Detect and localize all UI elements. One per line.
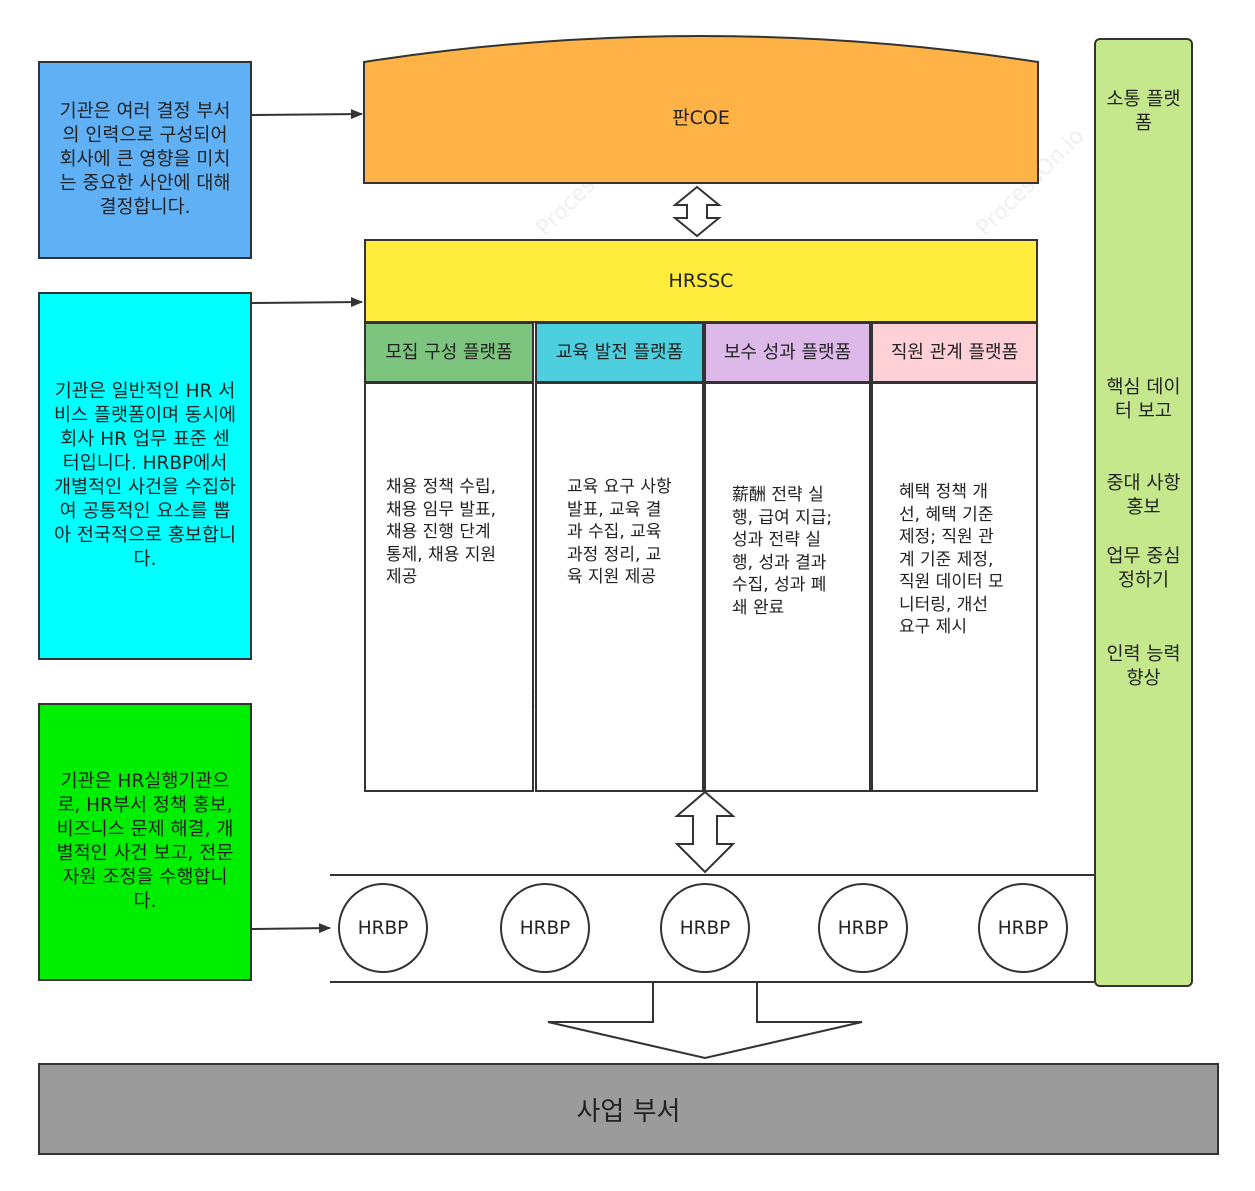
hrbp-node: HRBP — [660, 883, 750, 973]
platform-body-compensation: 薪酬 전략 실행, 급여 지급; 성과 전략 실행, 성과 결과 수집, 성과 … — [704, 382, 871, 792]
platform-header-training: 교육 발전 플랫폼 — [535, 322, 704, 383]
double-arrow-platforms-hrbp — [674, 790, 736, 874]
platform-body-text: 교육 요구 사항 발표, 교육 결과 수집, 교육 과정 정리, 교육 지원 제… — [567, 477, 672, 587]
side-platform-item: 업무 중심 정하기 — [1106, 546, 1181, 591]
platform-header-recruit: 모집 구성 플랫폼 — [364, 322, 534, 383]
platform-title: 직원 관계 플랫폼 — [890, 341, 1019, 363]
down-arrow-to-business — [547, 981, 863, 1060]
arrow-decision-to-coe — [251, 109, 363, 120]
platform-body-relations: 혜택 정책 개선, 혜택 기준 제정; 직원 관계 기준 제정, 직원 데이터 … — [871, 382, 1038, 792]
platform-title: 교육 발전 플랫폼 — [555, 341, 684, 363]
platform-body-text: 薪酬 전략 실행, 급여 지급; 성과 전략 실행, 성과 결과 수집, 성과 … — [732, 485, 833, 618]
coe-label: 판COE — [672, 106, 730, 129]
platform-body-training: 교육 요구 사항 발표, 교육 결과 수집, 교육 과정 정리, 교육 지원 제… — [535, 382, 704, 792]
business-department-label: 사업 부서 — [576, 1096, 681, 1127]
platform-header-relations: 직원 관계 플랫폼 — [871, 322, 1038, 383]
platform-header-compensation: 보수 성과 플랫폼 — [704, 322, 871, 383]
platform-title: 모집 구성 플랫폼 — [385, 341, 513, 363]
side-platform-item: 중대 사항 홍보 — [1106, 473, 1181, 518]
platform-body-text: 채용 정책 수립, 채용 임무 발표, 채용 진행 단계 통제, 채용 지원 제… — [386, 477, 497, 587]
note-service-center: 기관은 일반적인 HR 서비스 플랫폼이며 동시에 회사 HR 업무 표준 센터… — [38, 292, 252, 660]
hrbp-node: HRBP — [978, 883, 1068, 973]
arrow-service-to-hrssc — [251, 297, 363, 308]
note-execution-text: 기관은 HR실행기관으로, HR부서 정책 홍보, 비즈니스 문제 해결, 개별… — [56, 771, 234, 912]
note-decision-body: 기관은 여러 결정 부서의 인력으로 구성되어 회사에 큰 영향을 미치는 중요… — [38, 61, 252, 259]
platform-body-text: 혜택 정책 개선, 혜택 기준 제정; 직원 관계 기준 제정, 직원 데이터 … — [899, 482, 1004, 637]
note-decision-text: 기관은 여러 결정 부서의 인력으로 구성되어 회사에 큰 영향을 미치는 중요… — [59, 101, 231, 218]
hrbp-node: HRBP — [818, 883, 908, 973]
side-platform-item: 핵심 데이터 보고 — [1106, 377, 1181, 422]
hrssc-box: HRSSC — [364, 239, 1038, 323]
coe-shape — [363, 35, 1039, 184]
platform-title: 보수 성과 플랫폼 — [723, 341, 852, 363]
hrbp-node: HRBP — [500, 883, 590, 973]
double-arrow-coe-hrssc — [672, 185, 722, 238]
hrbp-node: HRBP — [338, 883, 428, 973]
side-platform-title: 소통 플랫폼 — [1106, 89, 1181, 134]
note-service-center-text: 기관은 일반적인 HR 서비스 플랫폼이며 동시에 회사 HR 업무 표준 센터… — [54, 381, 236, 570]
business-department-bar: 사업 부서 — [38, 1063, 1219, 1155]
note-execution: 기관은 HR실행기관으로, HR부서 정책 홍보, 비즈니스 문제 해결, 개별… — [38, 703, 252, 981]
arrow-execution-to-hrbp — [251, 923, 331, 934]
platform-body-recruit: 채용 정책 수립, 채용 임무 발표, 채용 진행 단계 통제, 채용 지원 제… — [364, 382, 534, 792]
hrssc-label: HRSSC — [668, 270, 734, 292]
side-communication-platform: 소통 플랫폼 핵심 데이터 보고 중대 사항 홍보 업무 중심 정하기 인력 능… — [1094, 38, 1193, 987]
side-platform-item: 인력 능력 향상 — [1106, 644, 1181, 689]
